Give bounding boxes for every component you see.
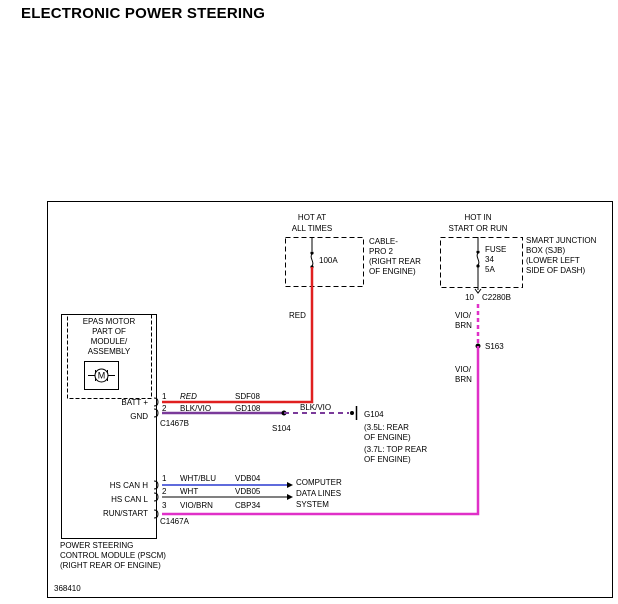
sjb-connector-caret [474, 288, 482, 294]
ground-g104-loc-4: OF ENGINE) [364, 455, 411, 464]
connector-c1467b: BATT + GND 1 2 RED BLK/VIO SDF08 GD108 C… [121, 392, 261, 428]
cable-pro-label-2: PRO 2 [369, 247, 394, 256]
cable-pro-fuse-dot-top [310, 251, 314, 255]
motor-icon-letter: M [98, 371, 106, 381]
vdb05-arrow [287, 494, 293, 500]
ground-g104-loc-1: (3.5L: REAR [364, 423, 409, 432]
pscm-label-1: POWER STEERING [60, 541, 133, 550]
hot-at-all-times-label-2: ALL TIMES [292, 224, 332, 233]
page-title: ELECTRONIC POWER STEERING [21, 5, 266, 22]
cable-pro-fuse-rating: 100A [319, 256, 338, 265]
hot-at-all-times-label: HOT AT [298, 213, 326, 222]
c1467a-pin-1: 1 [162, 474, 167, 483]
sjb-fuse-label: FUSE [485, 245, 506, 254]
hot-in-start-label-2: START OR RUN [448, 224, 507, 233]
red-wire-sdf08 [162, 267, 314, 404]
computer-data-lines-2: DATA LINES [296, 489, 341, 498]
ground-g104-loc-2: OF ENGINE) [364, 433, 411, 442]
sjb-fuse-dot-top [476, 250, 480, 254]
cable-pro-label-4: OF ENGINE) [369, 267, 416, 276]
c1467b-circuit-2: GD108 [235, 404, 261, 413]
c1467a-pin-3: 3 [162, 501, 167, 510]
red-wire-label: RED [289, 311, 306, 320]
c1467a-circuit-3: CBP34 [235, 501, 261, 510]
c1467a-circuit-2: VDB05 [235, 487, 261, 496]
sjb-label-3: (LOWER LEFT [526, 256, 580, 265]
sjb-fuse-icon [476, 252, 480, 266]
c1467a-pin-bracket-3 [153, 509, 159, 519]
c1467a-color-1: WHT/BLU [180, 474, 216, 483]
epas-motor-box [67, 314, 152, 399]
cable-pro-fuse-icon [310, 253, 314, 267]
ground-g104-label: G104 [364, 410, 384, 419]
sjb-fuse-rating: 5A [485, 265, 495, 274]
sjb-label-2: BOX (SJB) [526, 246, 565, 255]
pscm-label-2: CONTROL MODULE (PSCM) [60, 551, 166, 560]
splice-s163-label: S163 [485, 342, 504, 351]
diagram-frame [47, 201, 613, 598]
computer-data-lines-1: COMPUTER [296, 478, 342, 487]
c1467b-pin-bracket-2 [153, 408, 159, 418]
sjb-connector-name: C2280B [482, 293, 511, 302]
blk-vio-wire-label: BLK/VIO [300, 403, 331, 412]
c1467a-name: C1467A [160, 517, 190, 526]
c1467a-pin-bracket-1 [153, 480, 159, 490]
c1467b-color-1: RED [180, 392, 197, 401]
epas-label-1: EPAS MOTOR [83, 317, 136, 326]
c1467a-circuit-1: VDB04 [235, 474, 261, 483]
ground-g104-dot [350, 411, 354, 415]
vdb04-arrow [287, 482, 293, 488]
c1467b-function-2: GND [130, 412, 148, 421]
sjb-fuse-number: 34 [485, 255, 494, 264]
c1467b-pin-1: 1 [162, 392, 167, 401]
c1467b-pin-bracket-1 [153, 397, 159, 407]
c1467a-function-1: HS CAN H [110, 481, 148, 490]
c1467a-color-2: WHT [180, 487, 198, 496]
sjb-pin-number: 10 [465, 293, 474, 302]
c1467b-circuit-1: SDF08 [235, 392, 260, 401]
sjb-label-1: SMART JUNCTION [526, 236, 597, 245]
epas-label-4: ASSEMBLY [88, 347, 131, 356]
c1467a-function-2: HS CAN L [111, 495, 148, 504]
diagram-number: 368410 [54, 584, 81, 593]
pscm-module-box [61, 314, 157, 539]
vio-brn-label-mid-2: BRN [455, 375, 472, 384]
cable-pro-label-1: CABLE- [369, 237, 398, 246]
c1467b-pin-2: 2 [162, 404, 167, 413]
vio-brn-label-top-1: VIO/ [455, 311, 472, 320]
connector-c1467a: HS CAN H HS CAN L RUN/START 1 2 3 WHT/BL… [103, 474, 261, 526]
epas-label-2: PART OF [92, 327, 126, 336]
c1467a-function-3: RUN/START [103, 509, 148, 518]
c1467b-function-1: BATT + [121, 398, 148, 407]
c1467a-pin-bracket-2 [153, 492, 159, 502]
c1467a-color-3: VIO/BRN [180, 501, 213, 510]
c1467b-color-2: BLK/VIO [180, 404, 211, 413]
vio-brn-label-mid-1: VIO/ [455, 365, 472, 374]
sjb-label-4: SIDE OF DASH) [526, 266, 585, 275]
splice-s104-label: S104 [272, 424, 291, 433]
epas-label-3: MODULE/ [91, 337, 128, 346]
computer-data-lines-3: SYSTEM [296, 500, 329, 509]
pscm-label-3: (RIGHT REAR OF ENGINE) [60, 561, 161, 570]
motor-icon-frame [84, 361, 119, 390]
sjb-box [440, 237, 523, 288]
hot-in-start-label: HOT IN [465, 213, 492, 222]
vio-brn-label-top-2: BRN [455, 321, 472, 330]
cable-pro-label-3: (RIGHT REAR [369, 257, 421, 266]
ground-g104-loc-3: (3.7L: TOP REAR [364, 445, 427, 454]
c1467b-name: C1467B [160, 419, 189, 428]
vio-brn-wire-cbp34 [162, 346, 480, 516]
c1467a-pin-2: 2 [162, 487, 167, 496]
motor-icon [94, 368, 109, 383]
